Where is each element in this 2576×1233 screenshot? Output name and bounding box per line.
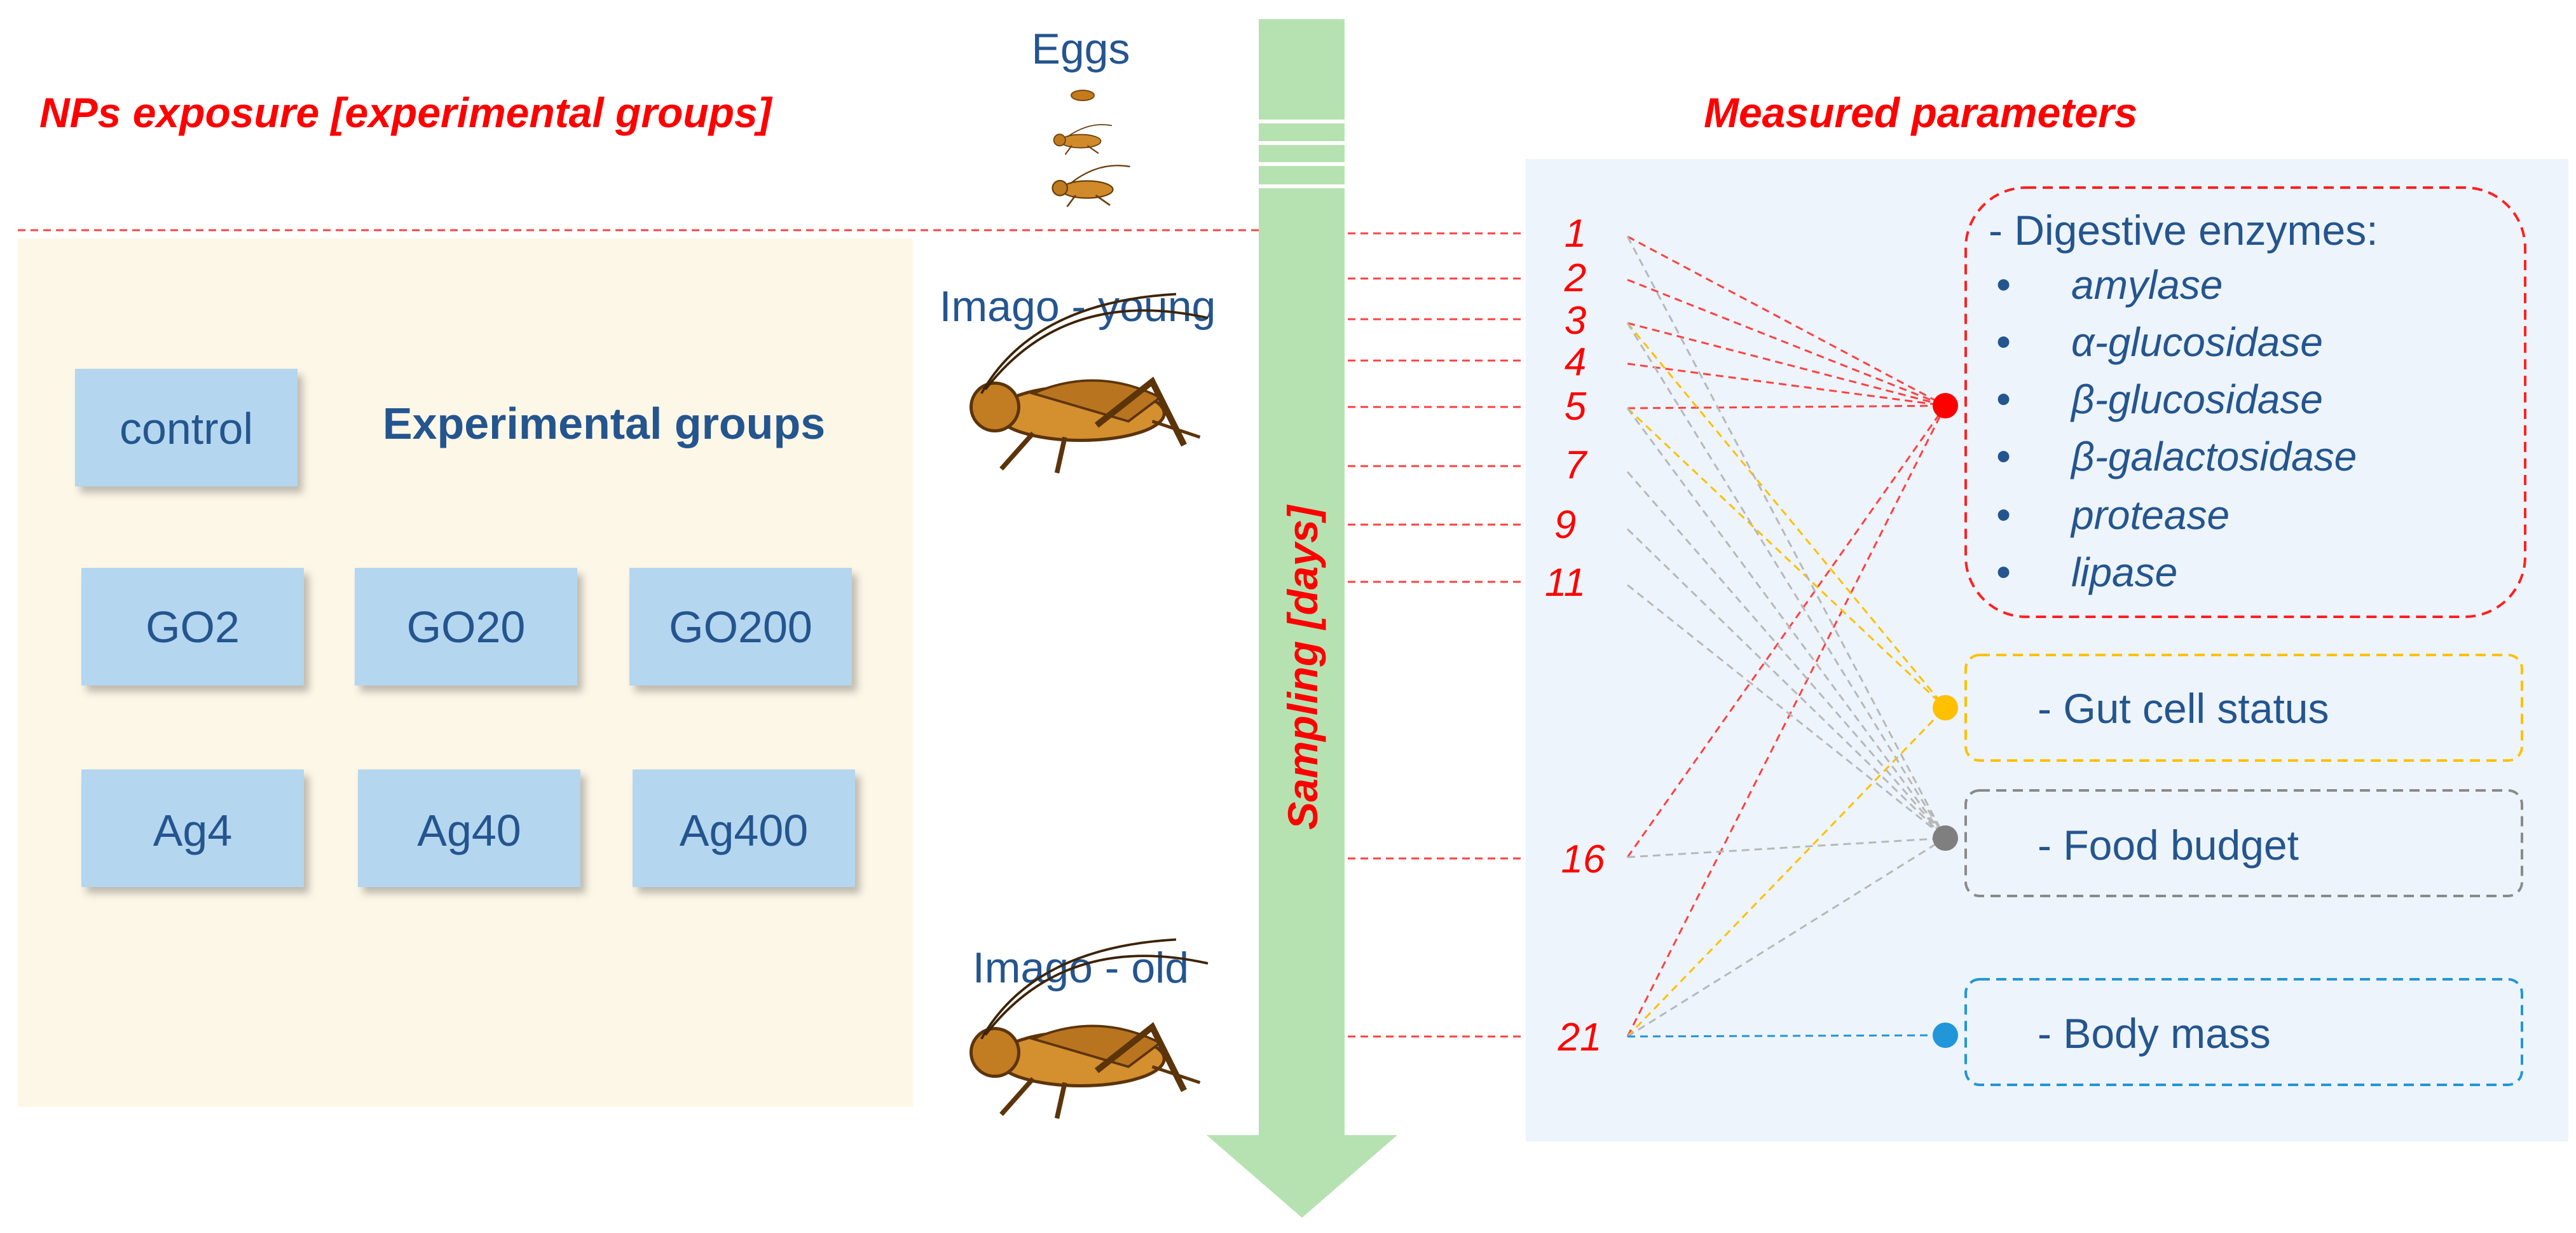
day-label: 16	[1561, 837, 1605, 881]
svg-text:•: •	[1996, 318, 2011, 365]
svg-text:•: •	[1996, 432, 2011, 479]
day-label: 3	[1565, 299, 1586, 343]
cricket-nymph-icon	[1052, 165, 1130, 207]
group-box-ag4: Ag4	[81, 769, 304, 887]
svg-text:GO2: GO2	[146, 602, 240, 652]
param-box-body: - Body mass	[1964, 978, 2523, 1086]
timeline-arrow	[1207, 19, 1397, 1218]
connectors-gut	[1626, 322, 1947, 1038]
day-label: 2	[1564, 256, 1586, 300]
day-label: 11	[1545, 561, 1586, 605]
param-box-enzymes: - Digestive enzymes: • amylase • α-gluco…	[1964, 186, 2526, 618]
day-label: 5	[1565, 385, 1587, 429]
connectors-food	[1626, 236, 1947, 1038]
day-label: 9	[1554, 503, 1576, 547]
connector-body	[1627, 1034, 1946, 1038]
exposure-heading: NPs exposure [experimental groups]	[39, 89, 773, 136]
cricket-nymph-icon	[1053, 124, 1113, 155]
param-box-gut: - Gut cell status	[1964, 654, 2523, 762]
param-box-food: - Food budget	[1964, 789, 2523, 897]
svg-text:- Body mass: - Body mass	[2038, 1010, 2271, 1057]
node-gut	[1933, 695, 1958, 720]
svg-text:amylase: amylase	[2071, 262, 2223, 308]
group-box-ag400: Ag400	[633, 769, 855, 887]
node-enzymes	[1933, 393, 1958, 418]
node-food	[1933, 825, 1958, 851]
egg-icon	[1071, 90, 1095, 101]
group-box-ag40: Ag40	[358, 769, 580, 887]
svg-text:α-glucosidase: α-glucosidase	[2071, 319, 2323, 365]
group-box-go200: GO200	[629, 568, 852, 685]
group-box-control: control	[75, 369, 298, 486]
svg-text:GO20: GO20	[407, 602, 526, 652]
cricket-old-icon	[969, 938, 1209, 1119]
group-box-go20: GO20	[355, 568, 577, 685]
svg-text:control: control	[120, 404, 253, 453]
cricket-young-icon	[969, 293, 1209, 474]
svg-text:Ag40: Ag40	[417, 806, 521, 855]
svg-text:Ag4: Ag4	[153, 806, 233, 855]
stage-young: Imago - young	[940, 282, 1216, 331]
sampling-label: Sampling [days]	[1279, 504, 1326, 830]
sampling-ticks	[1348, 232, 1526, 1038]
svg-text:β-glucosidase: β-glucosidase	[2070, 376, 2323, 422]
node-body	[1933, 1023, 1958, 1048]
stage-old: Imago - old	[973, 944, 1189, 992]
connectors-enzymes	[1626, 235, 1947, 1037]
svg-text:- Digestive enzymes:: - Digestive enzymes:	[1989, 207, 2378, 254]
svg-text:GO200: GO200	[669, 602, 812, 652]
day-label: 4	[1565, 340, 1586, 384]
svg-text:•: •	[1996, 548, 2011, 595]
svg-text:lipase: lipase	[2071, 549, 2177, 595]
experimental-groups-heading: Experimental groups	[383, 399, 825, 448]
svg-text:•: •	[1996, 375, 2011, 422]
parameters-panel	[1526, 159, 2568, 1141]
measured-heading: Measured parameters	[1704, 89, 2137, 136]
day-label: 1	[1565, 212, 1586, 256]
svg-text:protease: protease	[2070, 492, 2230, 538]
svg-text:•: •	[1996, 261, 2011, 308]
stage-eggs: Eggs	[1032, 25, 1130, 73]
svg-text:Ag400: Ag400	[680, 806, 808, 855]
svg-text:•: •	[1996, 491, 2011, 538]
svg-text:- Food budget: - Food budget	[2038, 822, 2299, 869]
svg-text:β-galactosidase: β-galactosidase	[2070, 434, 2357, 479]
day-label: 21	[1558, 1016, 1602, 1059]
day-label: 7	[1565, 443, 1588, 487]
group-box-go2: GO2	[81, 568, 304, 685]
svg-text:- Gut cell status: - Gut cell status	[2038, 685, 2329, 732]
